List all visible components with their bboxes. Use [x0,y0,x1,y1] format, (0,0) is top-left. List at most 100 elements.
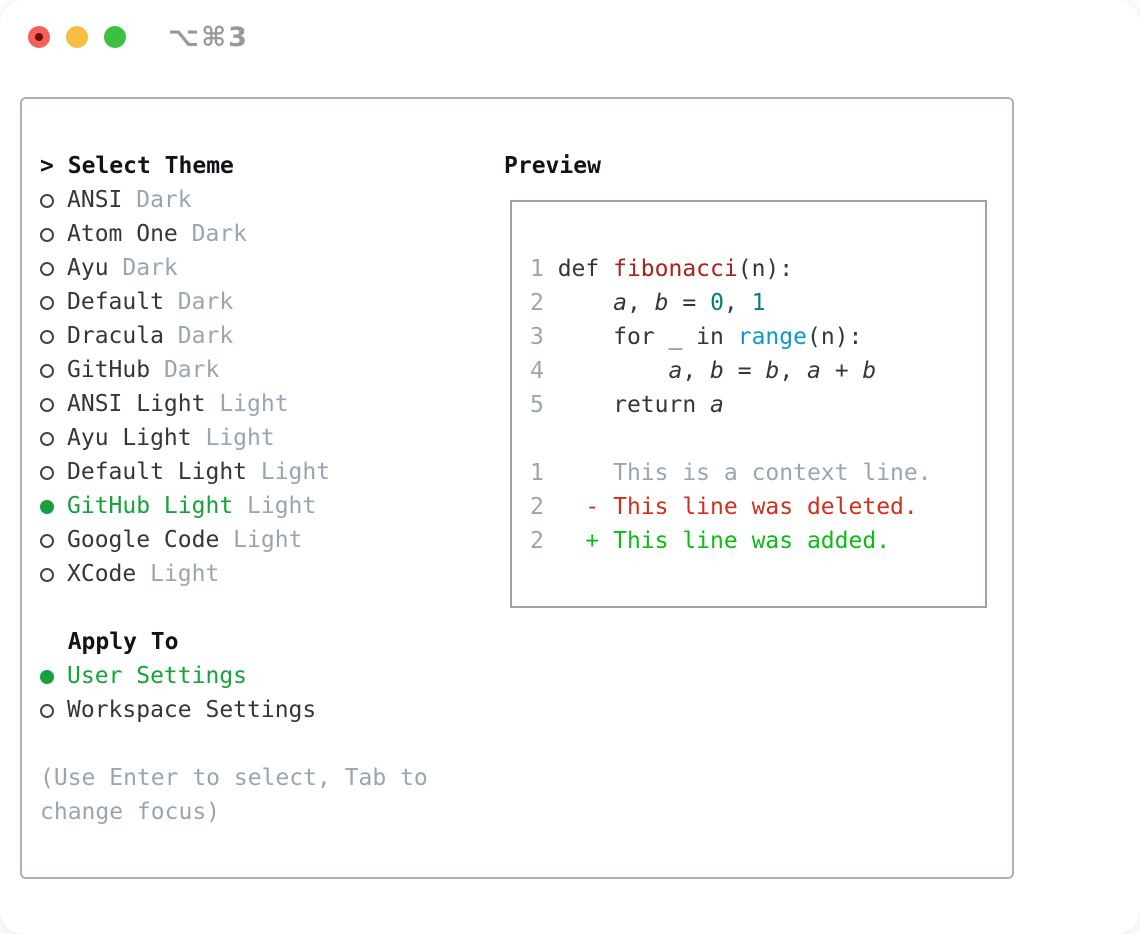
code-token-plain: for _ in [557,324,738,350]
select-theme-heading: > Select Theme [40,149,428,183]
theme-item-xcode-label: XCode [67,561,137,587]
radio-selected-icon[interactable] [40,669,54,684]
code-token-plain: , [626,290,655,316]
theme-variant-tag: Light [247,459,331,485]
code-token-builtin: range [737,324,807,350]
line-number: 1 [530,256,544,282]
code-token-plain: + [820,358,863,384]
radio-unselected-icon[interactable] [40,397,54,412]
theme-item-atom-one[interactable]: Atom One Dark [40,217,428,251]
diff-line-added: 2 + This line was added. [530,524,985,558]
line-number: 2 [530,528,544,554]
code-token-plain: return [557,392,711,418]
radio-unselected-icon[interactable] [40,363,54,378]
line-number: 5 [530,392,544,418]
theme-item-default-light[interactable]: Default Light Light [40,455,428,489]
help-text-line2: change focus) [40,799,221,825]
theme-item-ayu-label: Ayu [67,255,109,281]
code-token-plain: (n): [806,324,863,350]
code-token-plain: = [668,290,711,316]
zoom-icon[interactable] [104,26,126,48]
theme-item-github-light[interactable]: GitHub Light Light [40,489,428,523]
radio-unselected-icon[interactable] [40,465,54,480]
code-token-variable: a [807,358,821,384]
theme-item-ayu[interactable]: Ayu Dark [40,251,428,285]
code-line: 5 return a [530,388,985,422]
code-line: 1 def fibonacci(n): [530,252,985,286]
theme-item-ansi[interactable]: ANSI Dark [40,183,428,217]
theme-variant-tag: Dark [108,255,178,281]
radio-unselected-icon[interactable] [40,703,54,718]
code-token-variable: b [765,358,780,384]
code-token-plain: , [779,358,808,384]
theme-item-ayu-light[interactable]: Ayu Light Light [40,421,428,455]
diff-line-context: 1 This is a context line. [530,456,985,490]
focus-cursor: > [40,153,54,179]
preview-heading: Preview [504,153,601,179]
theme-variant-tag: Dark [177,221,248,247]
theme-item-default-label: Default [67,289,164,315]
code-token-variable: a [710,392,724,418]
theme-item-github[interactable]: GitHub Dark [40,353,428,387]
line-number: 2 [530,290,544,316]
radio-unselected-icon[interactable] [40,295,54,310]
minimize-icon[interactable] [66,26,88,48]
theme-item-default[interactable]: Default Dark [40,285,428,319]
line-number: 4 [530,358,544,384]
theme-item-ansi-light-label: ANSI Light [67,391,206,417]
traffic-lights [28,26,126,48]
radio-selected-icon[interactable] [40,499,54,514]
diff-text: This is a context line. [557,460,932,486]
code-token-plain: (n): [737,256,794,282]
help-text-line1: (Use Enter to select, Tab to [40,765,428,791]
theme-item-google-code[interactable]: Google Code Light [40,523,428,557]
theme-item-google-code-label: Google Code [67,527,220,553]
radio-unselected-icon[interactable] [40,329,54,344]
radio-unselected-icon[interactable] [40,567,54,582]
diff-preview: 1 This is a context line. 2 - This line w… [530,456,985,558]
radio-unselected-icon[interactable] [40,431,54,446]
theme-variant-tag: Light [219,527,303,553]
apply-to-heading-label: Apply To [67,629,179,655]
spacer [40,727,428,761]
code-token-plain: , [682,358,711,384]
theme-item-dracula-label: Dracula [67,323,164,349]
code-token-function: fibonacci [613,256,738,282]
theme-item-ansi-label: ANSI [67,187,123,213]
code-token-plain: def [557,256,614,282]
theme-variant-tag: Dark [122,187,192,213]
theme-item-github-label: GitHub [67,357,151,383]
apply-option-workspace-settings[interactable]: Workspace Settings [40,693,428,727]
diff-text: + This line was added. [557,528,891,554]
code-line: 4 a, b = b, a + b [530,354,985,388]
theme-item-github-light-label: GitHub Light [67,493,234,519]
code-token-plain [558,358,669,384]
radio-unselected-icon[interactable] [40,193,54,208]
select-theme-heading-label: Select Theme [67,153,234,179]
theme-item-xcode[interactable]: XCode Light [40,557,428,591]
theme-item-ansi-light[interactable]: ANSI Light Light [40,387,428,421]
code-token-plain: = [723,358,766,384]
diff-text: - This line was deleted. [557,494,918,520]
window-titlebar: ⌥⌘3 [0,0,1140,76]
window-title: ⌥⌘3 [168,22,249,53]
apply-option-user-settings[interactable]: User Settings [40,659,428,693]
theme-variant-tag: Light [233,493,317,519]
theme-item-ayu-light-label: Ayu Light [67,425,192,451]
theme-item-dracula[interactable]: Dracula Dark [40,319,428,353]
code-line: 2 a, b = 0, 1 [530,286,985,320]
spacer [530,218,985,252]
radio-unselected-icon[interactable] [40,227,54,242]
close-icon[interactable] [28,26,50,48]
radio-unselected-icon[interactable] [40,261,54,276]
code-token-plain [558,290,613,316]
theme-item-default-light-label: Default Light [67,459,248,485]
radio-unselected-icon[interactable] [40,533,54,548]
code-token-number: 1 [751,290,766,316]
apply-to-heading: Apply To [40,625,428,659]
